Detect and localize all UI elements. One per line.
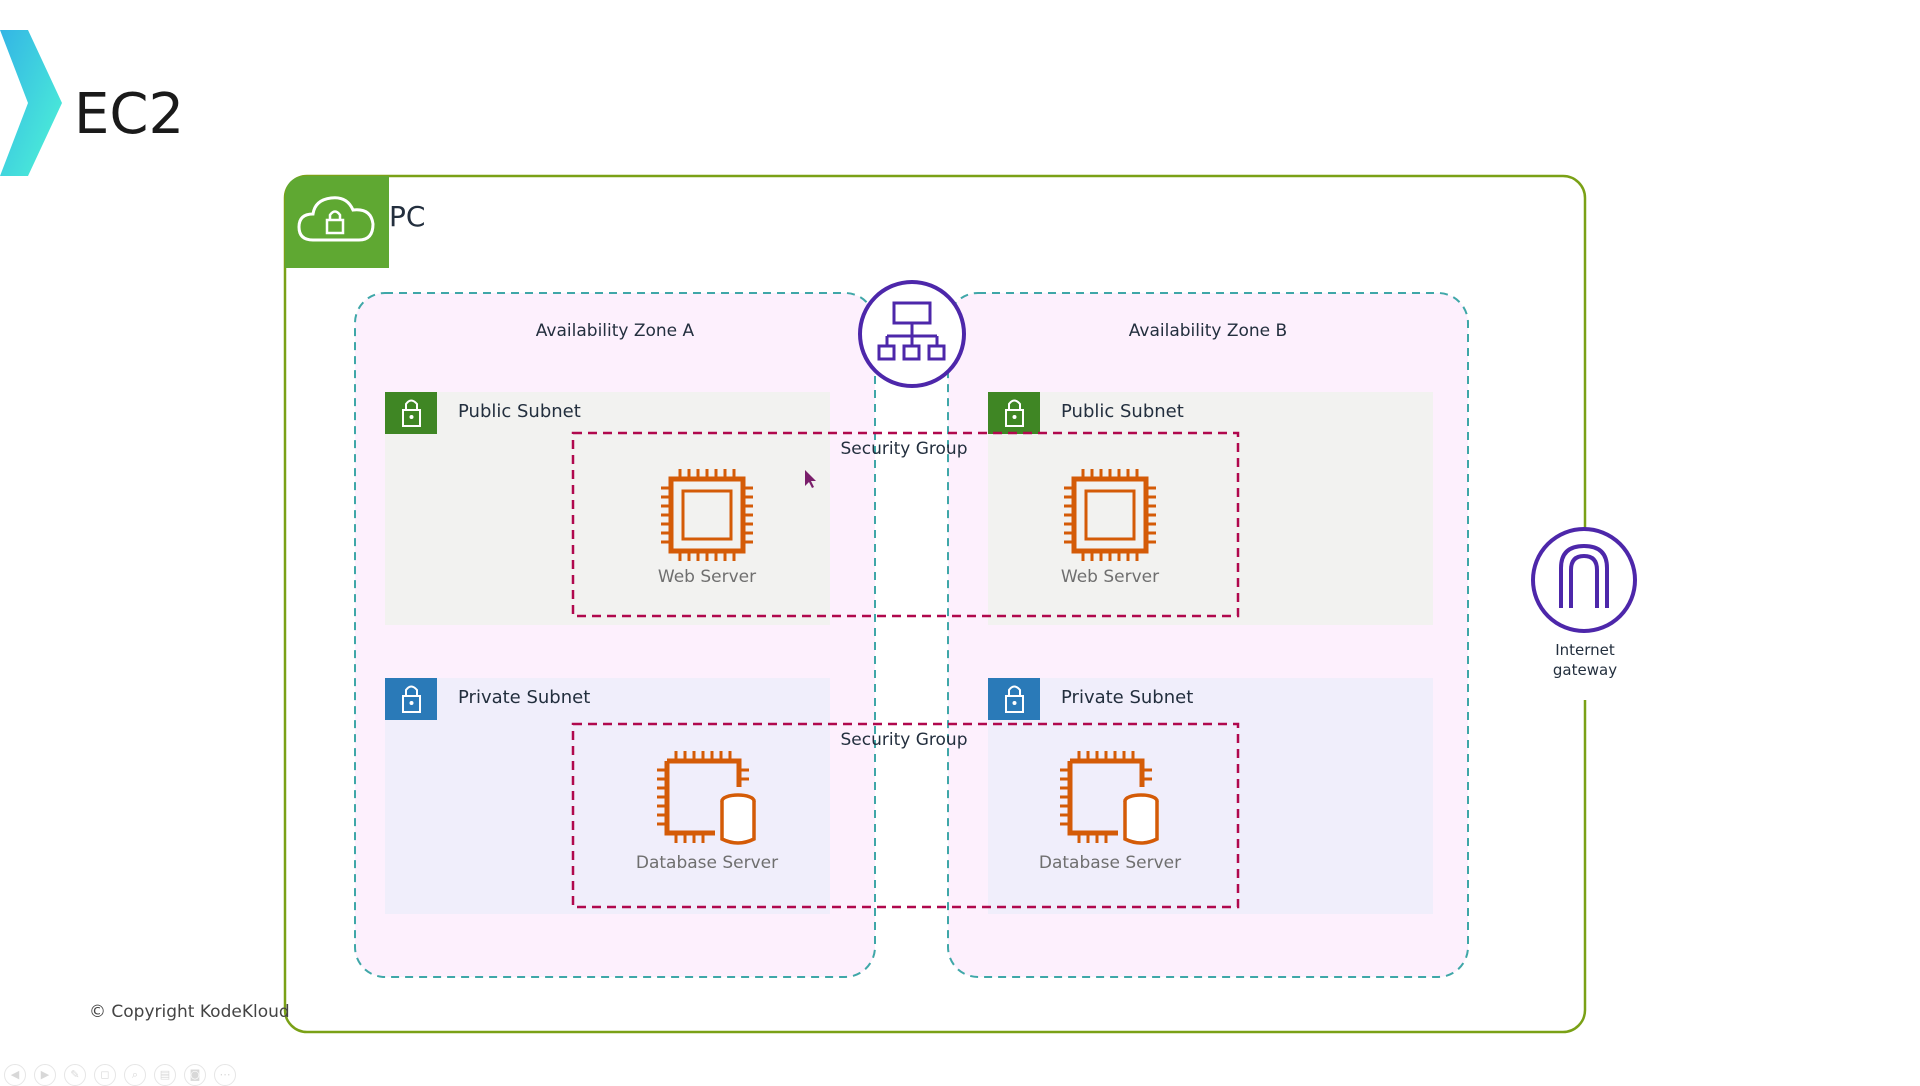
zoom-icon[interactable]: ⌕ (124, 1064, 146, 1086)
database-server-icon (1060, 751, 1159, 845)
database-server-a-label: Database Server (635, 853, 779, 873)
security-group-db-label: Security Group (840, 730, 968, 750)
copyright-text: © Copyright KodeKloud (89, 1002, 290, 1022)
player-controls: ◀ ▶ ✎ ◻ ⌕ ▤ ◙ ⋯ (4, 1064, 236, 1086)
security-group-db (571, 722, 1240, 909)
private-subnet-a-label: Private Subnet (458, 687, 591, 708)
security-group-web (571, 431, 1240, 618)
availability-zone-a-label: Availability Zone A (535, 321, 695, 341)
ec2-instance-icon (661, 469, 753, 561)
previous-icon[interactable]: ◀ (4, 1064, 26, 1086)
private-subnet-b (988, 678, 1433, 914)
mouse-cursor-icon (805, 470, 816, 488)
web-server-a-label: Web Server (657, 567, 757, 587)
security-group-web-label: Security Group (840, 439, 968, 459)
internet-gateway-label-line1: Internet (1555, 641, 1615, 659)
eraser-icon[interactable]: ◻ (94, 1064, 116, 1086)
internet-gateway-label: Internet gateway (1525, 640, 1645, 680)
slide-title: EC2 (74, 82, 185, 147)
public-subnet-a-label: Public Subnet (458, 401, 581, 422)
subnet-lock-icon (385, 392, 437, 434)
database-server-icon (657, 751, 756, 845)
subnet-lock-icon (988, 678, 1040, 720)
private-subnet-a (385, 678, 830, 914)
public-subnet-b (988, 392, 1433, 625)
load-balancer-icon (858, 280, 966, 388)
slides-icon[interactable]: ▤ (154, 1064, 176, 1086)
vpc-label: PC (389, 200, 426, 233)
play-icon[interactable]: ▶ (34, 1064, 56, 1086)
public-subnet-b-label: Public Subnet (1061, 401, 1184, 422)
public-subnet-a (385, 392, 830, 625)
vpc-cloud-lock-icon (285, 176, 389, 268)
internet-gateway-icon (1531, 527, 1637, 633)
kodekloud-chevron-logo (0, 30, 62, 176)
database-server-b-label: Database Server (1038, 853, 1182, 873)
availability-zone-b-label: Availability Zone B (1128, 321, 1288, 341)
internet-gateway-label-line2: gateway (1552, 661, 1618, 679)
camera-icon[interactable]: ◙ (184, 1064, 206, 1086)
subnet-lock-icon (988, 392, 1040, 434)
ec2-instance-icon (1064, 469, 1156, 561)
more-icon[interactable]: ⋯ (214, 1064, 236, 1086)
private-subnet-b-label: Private Subnet (1061, 687, 1194, 708)
subnet-lock-icon (385, 678, 437, 720)
pen-icon[interactable]: ✎ (64, 1064, 86, 1086)
web-server-b-label: Web Server (1060, 567, 1160, 587)
